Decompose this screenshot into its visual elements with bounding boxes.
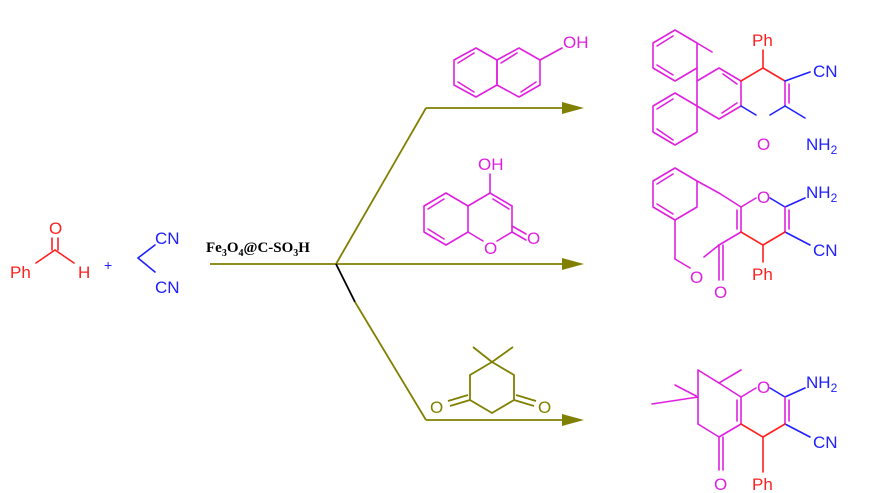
arrow-head-middle — [562, 258, 584, 270]
malononitrile-structure: CN CN — [137, 229, 180, 297]
hydroxycoumarin-ring-oxygen-label: O — [484, 239, 497, 258]
product1-phenyl-label: Ph — [752, 31, 773, 50]
dimedone-left-oxygen-label: O — [430, 398, 443, 417]
product2-phenyl-label: Ph — [752, 265, 773, 284]
aldehyde-phenyl-label: Ph — [10, 263, 31, 282]
product-tetrahydrochromene-structure: O NH2 CN O Ph — [651, 369, 838, 493]
product1-ring-oxygen-label: O — [757, 135, 770, 154]
plus-sign: + — [104, 257, 112, 273]
product3-ring-oxygen-label: O — [757, 378, 770, 397]
hydroxycoumarin-oh-label: OH — [478, 155, 504, 174]
malononitrile-cn-top-label: CN — [155, 229, 180, 248]
product2-ring-oxygen-label: O — [757, 188, 770, 207]
product-naphthopyran-structure: Ph CN O NH2 — [652, 29, 838, 157]
product3-carbonyl-oxygen-label: O — [714, 475, 727, 493]
catalyst-label: Fe3O4@C-SO3H — [206, 240, 310, 259]
aldehyde-hydrogen-label: H — [78, 263, 90, 282]
reaction-arrows — [210, 102, 584, 426]
product3-amino-label: NH2 — [806, 373, 838, 395]
product2-nitrile-label: CN — [813, 241, 838, 260]
product3-nitrile-label: CN — [813, 433, 838, 452]
product2-lactone-oxygen-label: O — [690, 268, 703, 287]
product2-carbonyl-oxygen-label: O — [714, 283, 727, 302]
product1-amino-label: NH2 — [806, 135, 838, 157]
dimedone-structure: O O — [430, 346, 551, 417]
hydroxycoumarin-structure: OH O O — [423, 155, 540, 258]
hydroxycoumarin-carbonyl-oxygen-label: O — [527, 229, 540, 248]
arrow-head-bottom — [562, 414, 584, 426]
benzaldehyde-structure: O Ph H — [10, 219, 90, 282]
naphthol-structure: OH — [453, 33, 589, 98]
malononitrile-cn-bottom-label: CN — [155, 278, 180, 297]
product-pyranocoumarin-structure: O NH2 O CN O Ph — [652, 167, 838, 302]
product1-nitrile-label: CN — [813, 62, 838, 81]
product2-amino-label: NH2 — [806, 183, 838, 205]
dimedone-right-oxygen-label: O — [538, 398, 551, 417]
arrow-head-top — [562, 102, 584, 114]
product3-phenyl-label: Ph — [752, 475, 773, 493]
naphthol-oh-label: OH — [563, 33, 589, 52]
aldehyde-oxygen-label: O — [49, 219, 62, 238]
